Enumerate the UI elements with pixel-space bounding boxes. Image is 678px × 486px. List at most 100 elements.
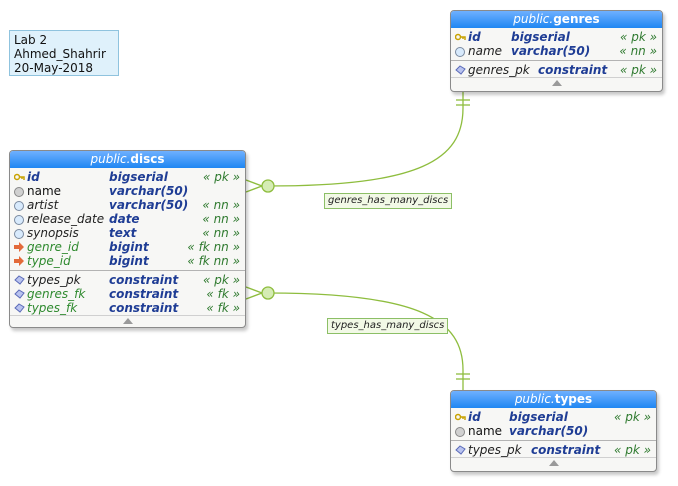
column-flags: « nn » [202, 226, 240, 240]
constraint-row[interactable]: genres_fk constraint « fk » [10, 287, 245, 301]
table-genres[interactable]: public.genres id bigserial « pk » name v… [450, 10, 663, 92]
column-row[interactable]: genre_id bigint « fk nn » [10, 240, 245, 254]
constraint-type: constraint [538, 63, 608, 77]
schema-name: public. [90, 152, 131, 166]
column-type: bigint [109, 254, 149, 268]
column-row[interactable]: name varchar(50) « nn » [451, 44, 662, 58]
column-type: varchar(50) [109, 184, 189, 198]
column-name: name [468, 44, 503, 58]
column-flags: « fk nn » [187, 240, 240, 254]
column-icon [14, 186, 25, 197]
column-flags: « pk » [613, 410, 651, 424]
types-relation-line [267, 292, 464, 390]
column-row[interactable]: artist varchar(50) « nn » [10, 198, 245, 212]
column-flags: « pk » [202, 170, 240, 184]
note-line: Lab 2 [14, 33, 48, 47]
constraint-type: constraint [109, 301, 179, 315]
column-flags: « pk » [619, 30, 657, 44]
column-name: name [468, 424, 503, 438]
table-types[interactable]: public.types id bigserial « pk » name va… [450, 390, 657, 472]
column-flags: « nn » [202, 212, 240, 226]
collapse-toggle[interactable] [10, 315, 245, 326]
foreign-key-icon [14, 256, 24, 266]
column-name: artist [27, 198, 59, 212]
diagram-note[interactable]: Lab 2 Ahmed_Shahrir 20-May-2018 [9, 30, 119, 76]
column-name: genre_id [27, 240, 79, 254]
column-nullable-icon [14, 228, 25, 239]
collapse-arrow-icon [122, 318, 133, 324]
constraint-icon [455, 65, 466, 75]
column-row[interactable]: id bigserial « pk » [451, 410, 656, 424]
table-name: discs [130, 152, 165, 166]
column-nullable-icon [14, 200, 25, 211]
column-type: bigint [109, 240, 149, 254]
constraint-icon [14, 303, 25, 313]
column-type: date [109, 212, 140, 226]
column-type: text [109, 226, 137, 240]
collapse-arrow-icon [551, 80, 562, 86]
column-name: type_id [27, 254, 71, 268]
constraint-icon [14, 275, 25, 285]
column-name: name [27, 184, 62, 198]
column-row[interactable]: release_date date « nn » [10, 212, 245, 226]
column-name: id [468, 410, 481, 424]
column-type: varchar(50) [511, 44, 591, 58]
column-type: bigserial [109, 170, 168, 184]
collapse-toggle[interactable] [451, 457, 656, 468]
constraint-flags: « fk » [206, 301, 240, 315]
schema-name: public. [514, 392, 555, 406]
column-type: bigserial [509, 410, 568, 424]
constraint-name: types_pk [27, 273, 81, 287]
constraint-row[interactable]: types_pk constraint « pk » [451, 443, 656, 457]
column-type: bigserial [511, 30, 570, 44]
foreign-key-icon [14, 242, 24, 252]
table-name: types [554, 392, 593, 406]
constraint-flags: « fk » [206, 287, 240, 301]
constraint-row[interactable]: types_pk constraint « pk » [10, 273, 245, 287]
column-type: varchar(50) [509, 424, 589, 438]
genres-relation-line [267, 92, 464, 187]
constraint-row[interactable]: types_fk constraint « fk » [10, 301, 245, 315]
key-icon [455, 33, 466, 41]
column-type: varchar(50) [109, 198, 189, 212]
table-header: public.types [451, 391, 656, 408]
constraint-type: constraint [109, 273, 179, 287]
column-flags: « fk nn » [187, 254, 240, 268]
key-icon [14, 173, 25, 181]
key-icon [455, 413, 466, 421]
note-line: Ahmed_Shahrir [14, 47, 106, 61]
column-name: release_date [27, 212, 105, 226]
column-name: id [27, 170, 40, 184]
relation-label-genres[interactable]: genres_has_many_discs [324, 193, 453, 209]
column-flags: « nn » [202, 198, 240, 212]
constraint-type: constraint [109, 287, 179, 301]
genres-optional-circle [261, 179, 275, 193]
discs-many-mark-types [245, 286, 263, 294]
column-row[interactable]: id bigserial « pk » [10, 170, 245, 184]
discs-many-mark-genres [245, 179, 263, 187]
constraint-row[interactable]: genres_pk constraint « pk » [451, 63, 662, 77]
constraint-name: genres_pk [468, 63, 530, 77]
column-nullable-icon [455, 46, 466, 57]
column-icon [455, 426, 466, 437]
column-row[interactable]: id bigserial « pk » [451, 30, 662, 44]
table-header: public.genres [451, 11, 662, 28]
constraint-flags: « pk » [613, 443, 651, 457]
column-row[interactable]: name varchar(50) [451, 424, 656, 438]
constraint-type: constraint [531, 443, 601, 457]
constraint-flags: « pk » [202, 273, 240, 287]
constraint-name: genres_fk [27, 287, 86, 301]
column-row[interactable]: name varchar(50) [10, 184, 245, 198]
constraint-name: types_fk [27, 301, 78, 315]
column-row[interactable]: synopsis text « nn » [10, 226, 245, 240]
column-name: synopsis [27, 226, 79, 240]
collapse-toggle[interactable] [451, 77, 662, 88]
column-row[interactable]: type_id bigint « fk nn » [10, 254, 245, 268]
table-name: genres [553, 12, 600, 26]
schema-name: public. [513, 12, 554, 26]
relation-label-types[interactable]: types_has_many_discs [327, 318, 449, 334]
note-line: 20-May-2018 [14, 61, 94, 75]
table-discs[interactable]: public.discs id bigserial « pk » name va… [9, 150, 246, 328]
table-header: public.discs [10, 151, 245, 168]
